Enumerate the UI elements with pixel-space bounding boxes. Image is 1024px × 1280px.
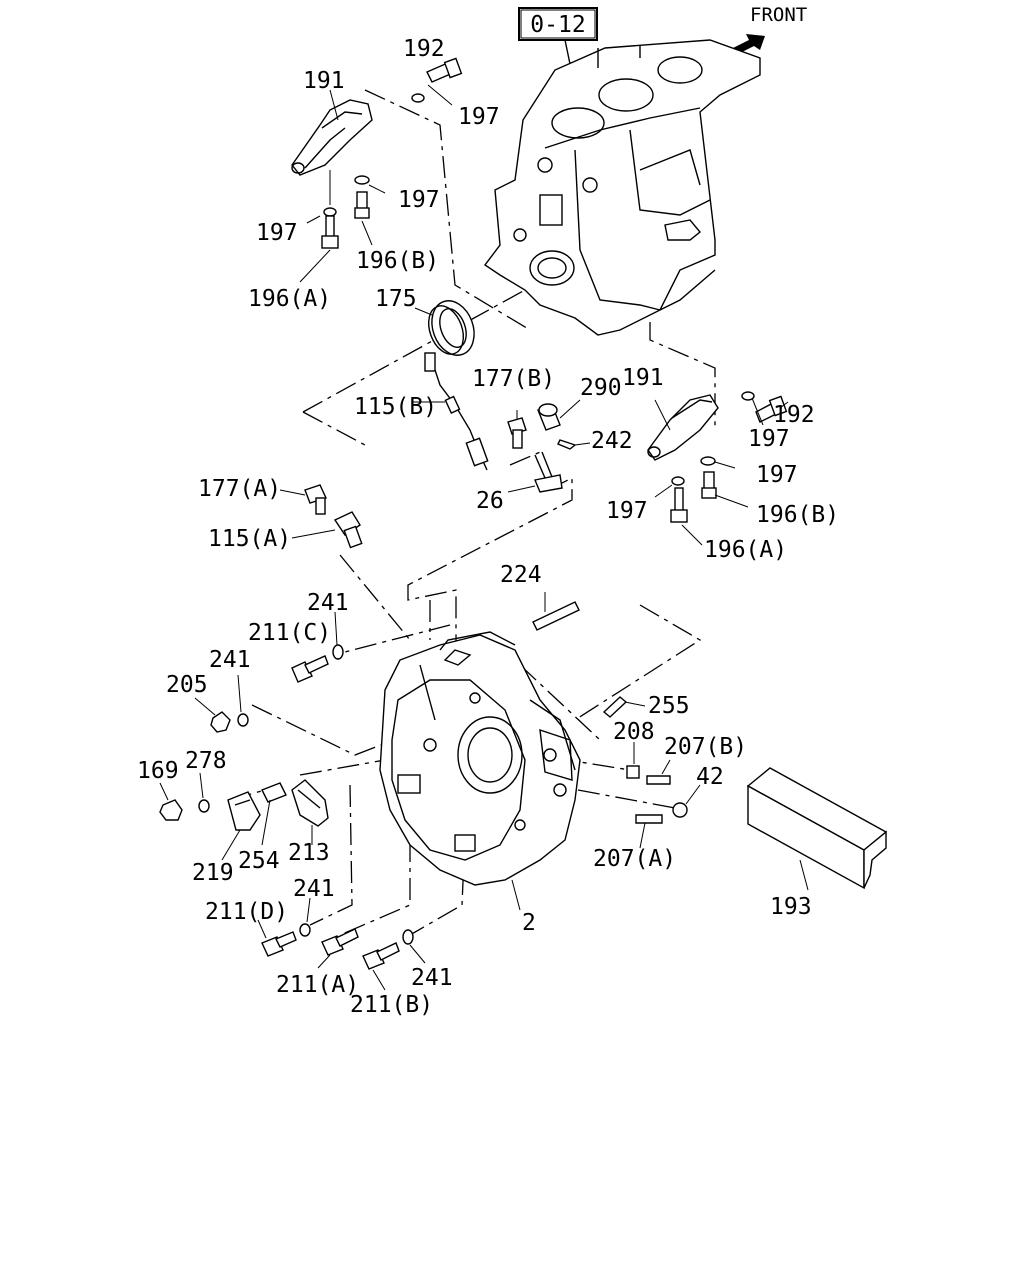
callout-197: 197 <box>256 220 298 246</box>
cover-193[interactable] <box>746 767 888 890</box>
pipe-26[interactable] <box>534 451 563 493</box>
washer-197[interactable] <box>700 456 716 466</box>
callout-193: 193 <box>770 894 812 920</box>
washer-197[interactable] <box>411 93 425 103</box>
callout-169: 169 <box>137 758 179 784</box>
bracket-219[interactable] <box>227 791 261 831</box>
washer-197[interactable] <box>741 391 755 401</box>
callout-254: 254 <box>238 848 280 874</box>
bolt-211d[interactable] <box>261 931 297 957</box>
callout-197: 197 <box>458 104 500 130</box>
callout-211d: 211(D) <box>205 899 288 925</box>
plug-42[interactable] <box>672 802 688 818</box>
dowel-208[interactable] <box>626 765 640 779</box>
callout-224: 224 <box>500 562 542 588</box>
sensor-115a[interactable] <box>333 511 363 549</box>
callout-42: 42 <box>696 764 724 790</box>
callout-2: 2 <box>522 910 536 936</box>
bolt-211a[interactable] <box>321 928 359 956</box>
callout-196a: 196(A) <box>248 286 331 312</box>
front-label: FRONT <box>750 4 807 26</box>
bracket-191-right[interactable] <box>647 394 719 461</box>
bolt-192-left[interactable] <box>426 57 463 83</box>
flywheel-housing-2[interactable] <box>379 631 581 886</box>
washer-241[interactable] <box>299 923 311 937</box>
bolt-177b[interactable] <box>507 417 527 449</box>
washer-241[interactable] <box>402 929 414 945</box>
callout-211c: 211(C) <box>248 620 331 646</box>
stud-224[interactable] <box>532 601 580 631</box>
nut-169[interactable] <box>159 799 183 821</box>
callout-196a: 196(A) <box>704 537 787 563</box>
bolt-211c[interactable] <box>291 655 329 683</box>
callout-219: 219 <box>192 860 234 886</box>
nut-205[interactable] <box>210 711 231 733</box>
washer-197[interactable] <box>354 175 370 185</box>
callout-191: 191 <box>622 365 664 391</box>
connector-254[interactable] <box>261 782 287 803</box>
callout-278: 278 <box>185 748 227 774</box>
engine-block <box>483 39 761 336</box>
callout-196b: 196(B) <box>756 502 839 528</box>
callout-241: 241 <box>209 647 251 673</box>
callout-192: 192 <box>773 402 815 428</box>
callout-241: 241 <box>307 590 349 616</box>
callout-207a: 207(A) <box>593 846 676 872</box>
washer-197[interactable] <box>323 207 337 217</box>
callout-255: 255 <box>648 693 690 719</box>
callout-208: 208 <box>613 719 655 745</box>
callout-192: 192 <box>403 36 445 62</box>
callout-197: 197 <box>756 462 798 488</box>
washer-241[interactable] <box>332 644 344 660</box>
callout-191: 191 <box>303 68 345 94</box>
callout-213: 213 <box>288 840 330 866</box>
reference-box-label: 0-12 <box>530 12 585 38</box>
callout-242: 242 <box>591 428 633 454</box>
callout-241: 241 <box>293 876 335 902</box>
plug-290[interactable] <box>537 403 561 431</box>
bolt-196b-left[interactable] <box>354 191 370 219</box>
bolt-196b-right[interactable] <box>701 471 717 499</box>
callout-241: 241 <box>411 965 453 991</box>
callout-290: 290 <box>580 375 622 401</box>
reference-box[interactable]: 0-12 <box>518 7 598 41</box>
bolt-196a-right[interactable] <box>670 487 688 523</box>
callout-115a: 115(A) <box>208 526 291 552</box>
callout-197: 197 <box>748 426 790 452</box>
sensor-213[interactable] <box>291 779 329 827</box>
callout-177a: 177(A) <box>198 476 281 502</box>
washer-241[interactable] <box>237 713 249 727</box>
callout-175: 175 <box>375 286 417 312</box>
bracket-191-left[interactable] <box>291 99 373 176</box>
callout-211b: 211(B) <box>350 992 433 1018</box>
seal-242[interactable] <box>557 439 577 450</box>
callout-205: 205 <box>166 672 208 698</box>
callout-196b: 196(B) <box>356 248 439 274</box>
callout-197: 197 <box>606 498 648 524</box>
callout-26: 26 <box>476 488 504 514</box>
callout-197: 197 <box>398 187 440 213</box>
callout-207b: 207(B) <box>664 734 747 760</box>
bolt-177a[interactable] <box>304 484 327 515</box>
bolt-196a-left[interactable] <box>321 215 339 249</box>
bolt-192-right[interactable] <box>755 395 788 423</box>
callout-115b: 115(B) <box>354 394 437 420</box>
washer-278[interactable] <box>198 799 210 813</box>
callout-177b: 177(B) <box>472 366 555 392</box>
oil-seal-175[interactable] <box>422 295 481 361</box>
stud-207b[interactable] <box>646 775 671 785</box>
callout-211a: 211(A) <box>276 972 359 998</box>
bolt-211b[interactable] <box>362 942 400 970</box>
washer-197[interactable] <box>671 476 685 486</box>
stud-207a[interactable] <box>635 814 663 824</box>
sensor-115b[interactable] <box>424 352 489 471</box>
pin-255[interactable] <box>602 696 628 718</box>
